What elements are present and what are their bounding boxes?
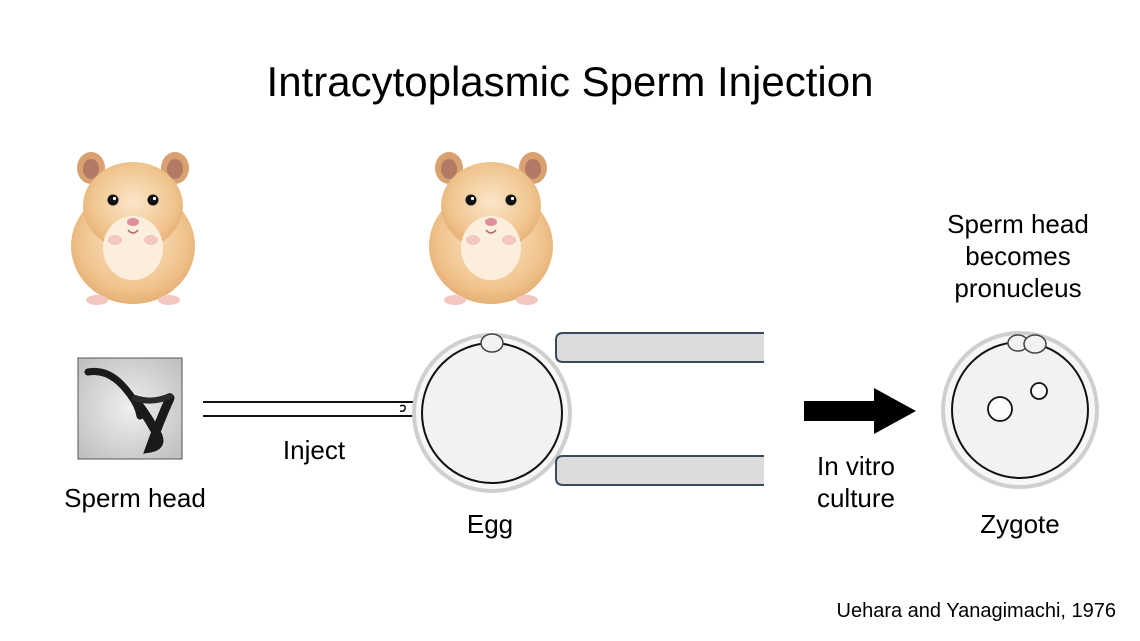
in-vitro-culture-label: In vitro culture [786,450,926,514]
hamster-icon [70,151,196,306]
arrow-right-icon [804,388,916,434]
zygote-label: Zygote [980,509,1060,539]
sperm-head-label: Sperm head [64,483,206,513]
hamster-icon [428,151,554,306]
zygote-cell [941,331,1099,489]
page-title: Intracytoplasmic Sperm Injection [266,58,874,105]
citation: Uehara and Yanagimachi, 1976 [836,600,1116,622]
pronucleus-line1: Sperm head [947,209,1089,239]
egg-label: Egg [466,509,514,539]
sperm-head-micrograph [77,357,183,460]
holding-pipette-icon [555,332,764,486]
in-vitro-line1: In vitro [816,451,896,481]
inject-label: Inject [282,435,346,465]
pronucleus-label: Sperm head becomes pronucleus [918,208,1118,304]
in-vitro-line2: culture [816,483,896,513]
pronucleus-line3: pronucleus [954,273,1082,303]
egg-cell [412,333,572,493]
pronucleus-line2: becomes [965,241,1071,271]
